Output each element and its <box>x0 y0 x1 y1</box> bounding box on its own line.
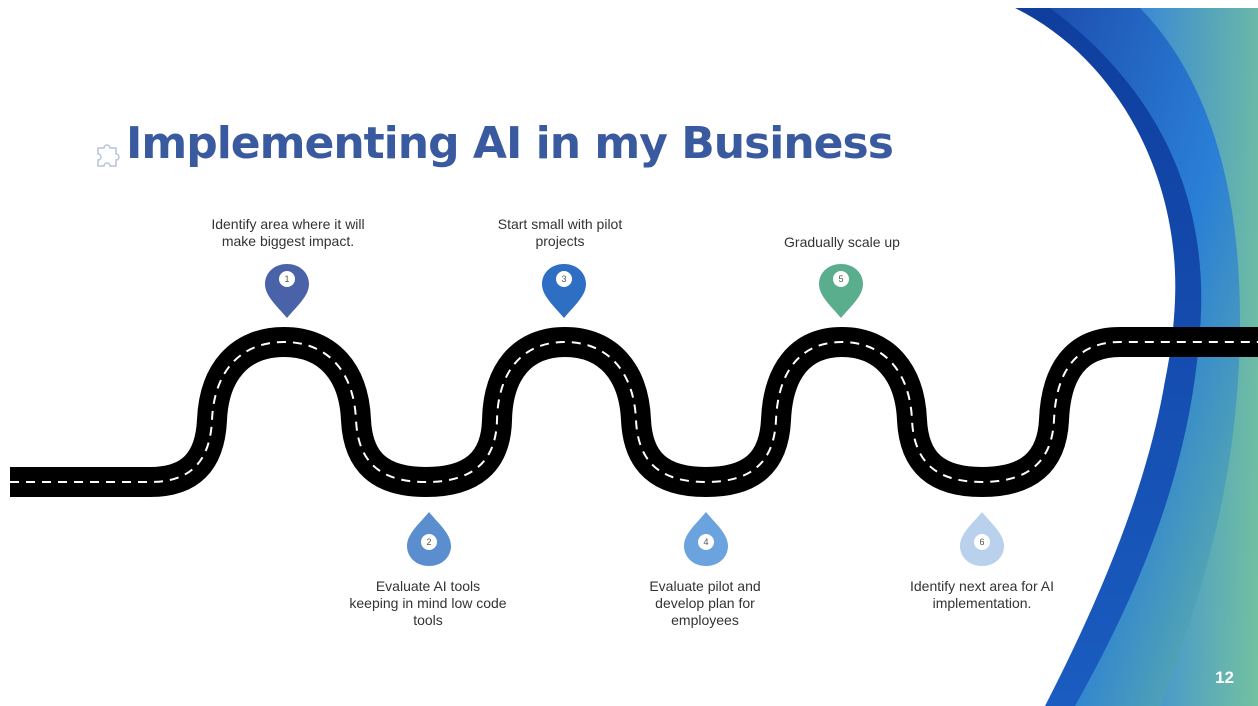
step-5-label: Gradually scale up <box>784 234 900 250</box>
step-4-label: Evaluate pilot and develop plan for empl… <box>649 578 761 628</box>
slide-title-text: Implementing AI in my Business <box>126 118 894 169</box>
road-surface <box>10 326 1258 498</box>
map-pin-icon <box>542 264 586 318</box>
step-2-pin: 2 <box>405 508 453 568</box>
step-4-pin: 4 <box>682 508 730 568</box>
step-1-pin: 1 <box>263 262 311 322</box>
step-3-pin: 3 <box>540 262 588 322</box>
puzzle-icon <box>94 128 122 167</box>
step-6-label: Identify next area for AI implementation… <box>910 578 1054 611</box>
step-6-pin: 6 <box>958 508 1006 568</box>
step-2-number: 2 <box>421 534 437 550</box>
map-pin-icon <box>819 264 863 318</box>
page-number: 12 <box>1215 668 1234 687</box>
step-1-number: 1 <box>279 271 295 287</box>
road-center-line <box>10 340 1258 484</box>
step-3-label: Start small with pilot projects <box>497 216 623 249</box>
step-3-number: 3 <box>556 271 572 287</box>
step-5-pin: 5 <box>817 262 865 322</box>
step-1-label: Identify area where it will make biggest… <box>211 216 365 249</box>
step-4-number: 4 <box>698 534 714 550</box>
step-2-label: Evaluate AI tools keeping in mind low co… <box>349 578 507 628</box>
slide-title: Implementing AI in my Business <box>94 118 894 169</box>
step-6-number: 6 <box>974 534 990 550</box>
step-5-number: 5 <box>833 271 849 287</box>
map-pin-icon <box>265 264 309 318</box>
